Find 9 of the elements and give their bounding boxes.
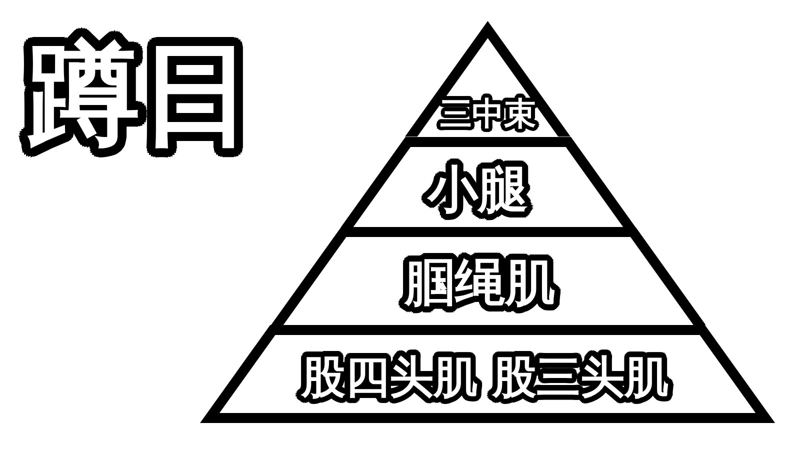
pyramid-tier xyxy=(270,227,706,325)
pyramid-tier xyxy=(200,325,776,423)
pyramid-tier xyxy=(340,137,636,227)
tier-label: 小腿 xyxy=(420,156,535,224)
pyramid-top-triangle xyxy=(405,21,571,137)
tier-label: 腘绳肌 xyxy=(398,248,562,318)
tier-label: 股四头肌 股三头肌 xyxy=(294,346,676,410)
title: 蹲日 xyxy=(18,24,262,168)
tier-label: 三中束 xyxy=(434,91,541,137)
